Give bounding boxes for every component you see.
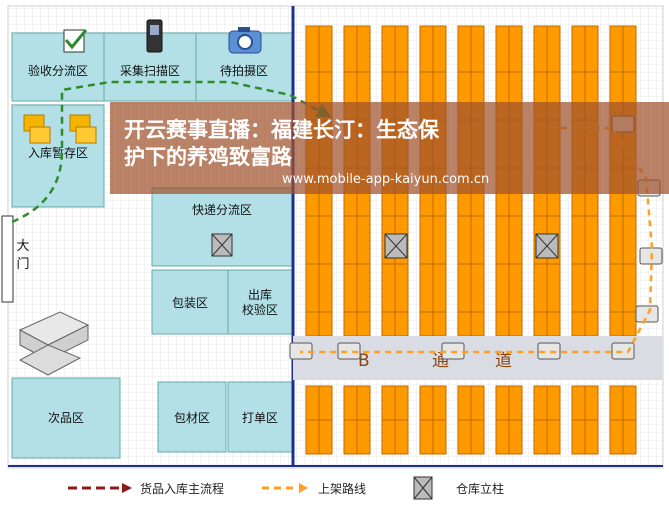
overlay-line-1: 开云赛事直播：福建长汀：生态保 [124,118,440,142]
legend-shelf-route-label: 上架路线 [318,481,366,496]
aisle-label-b: B [358,351,370,371]
zone-label-outbound-check-2: 校验区 [242,302,278,317]
zone-label-collect: 采集扫描区 [120,63,180,78]
overlay-url: www.mobile-app-kaiyun.com.cn [282,172,489,187]
camera-icon [228,27,262,54]
zone-inspect [11,32,105,102]
sorting-rack-icon [18,311,90,376]
zone-label-photo: 待拍摄区 [220,63,268,78]
gate-label-1: 大 [16,239,29,254]
legend-main-flow-label: 货品入库主流程 [140,481,224,496]
zone-packing [151,269,229,335]
scanner-phone-icon [146,19,163,53]
inbound-flow-path [11,80,332,224]
legend-pillar-cross-icon [413,476,433,500]
aisle-label-dao: 道 [495,351,512,371]
legend-arrow-icon [122,483,132,493]
zone-label-outbound-check-1: 出库 [248,287,272,302]
zone-label-inspect: 验收分流区 [28,63,88,78]
legend-arrow-icon [299,483,308,493]
gate-label-2: 门 [16,257,29,272]
zone-label-material: 包材区 [174,411,210,425]
zone-label-defect: 次品区 [48,411,84,425]
zone-label-print: 打单区 [242,411,278,425]
checklist-icon [63,29,88,53]
pillar-icon [535,233,559,259]
gate [1,215,14,303]
zone-outbound-check [227,269,293,335]
zone-defect [11,377,121,459]
legend: 货品入库主流程 上架路线 仓库立柱 [68,476,504,500]
zone-material [157,381,227,453]
overlay-line-2: 护下的养鸡致富路 [124,145,293,169]
zone-label-packing: 包装区 [172,296,208,310]
zone-label-express: 快递分流区 [192,203,252,217]
box-stack-icon [23,114,97,144]
pillar-icon [384,233,408,259]
legend-pillar-label: 仓库立柱 [456,481,504,496]
storage-shelves [305,25,637,455]
overlay-banner: 开云赛事直播：福建长汀：生态保 护下的养鸡致富路 www.mobile-app-… [110,102,669,194]
shelf-route [300,126,654,354]
pillar-icon [211,233,233,257]
zone-label-inbound-temp: 入库暂存区 [28,145,88,160]
